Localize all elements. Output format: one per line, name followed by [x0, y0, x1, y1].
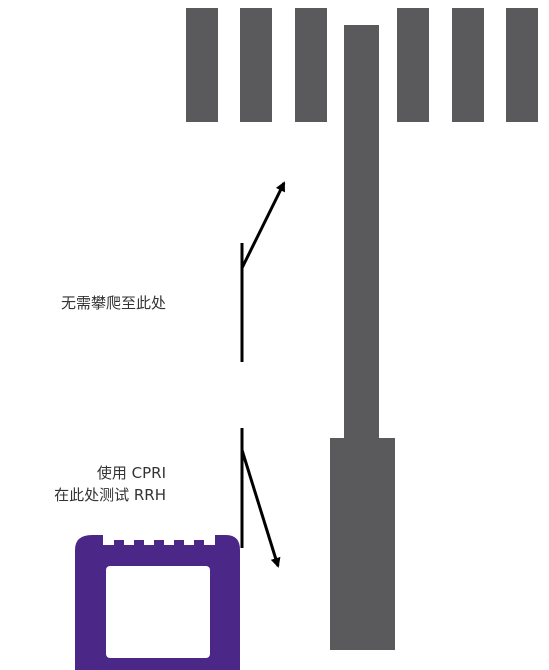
antenna-panel: [397, 8, 429, 122]
tester-screen: [106, 566, 210, 658]
no-climb-callout: [240, 181, 286, 362]
handheld-tester-icon: [75, 535, 240, 670]
antenna-panel: [240, 8, 272, 122]
antenna-panel: [506, 8, 538, 122]
tower-mast: [344, 25, 379, 450]
test-callout: [240, 428, 281, 568]
cell-tower-icon: [186, 8, 538, 650]
test-label-line-1: 使用 CPRI: [96, 464, 166, 482]
antenna-panel: [452, 8, 484, 122]
tower-base: [330, 438, 395, 650]
antenna-panel: [186, 8, 218, 122]
no-climb-label: 无需攀爬至此处: [60, 294, 166, 312]
arrow-up-to-antenna: [240, 181, 286, 269]
arrow-down-to-base: [240, 449, 281, 568]
test-label-line-2: 在此处测试 RRH: [54, 486, 166, 504]
antenna-panel: [295, 8, 327, 122]
